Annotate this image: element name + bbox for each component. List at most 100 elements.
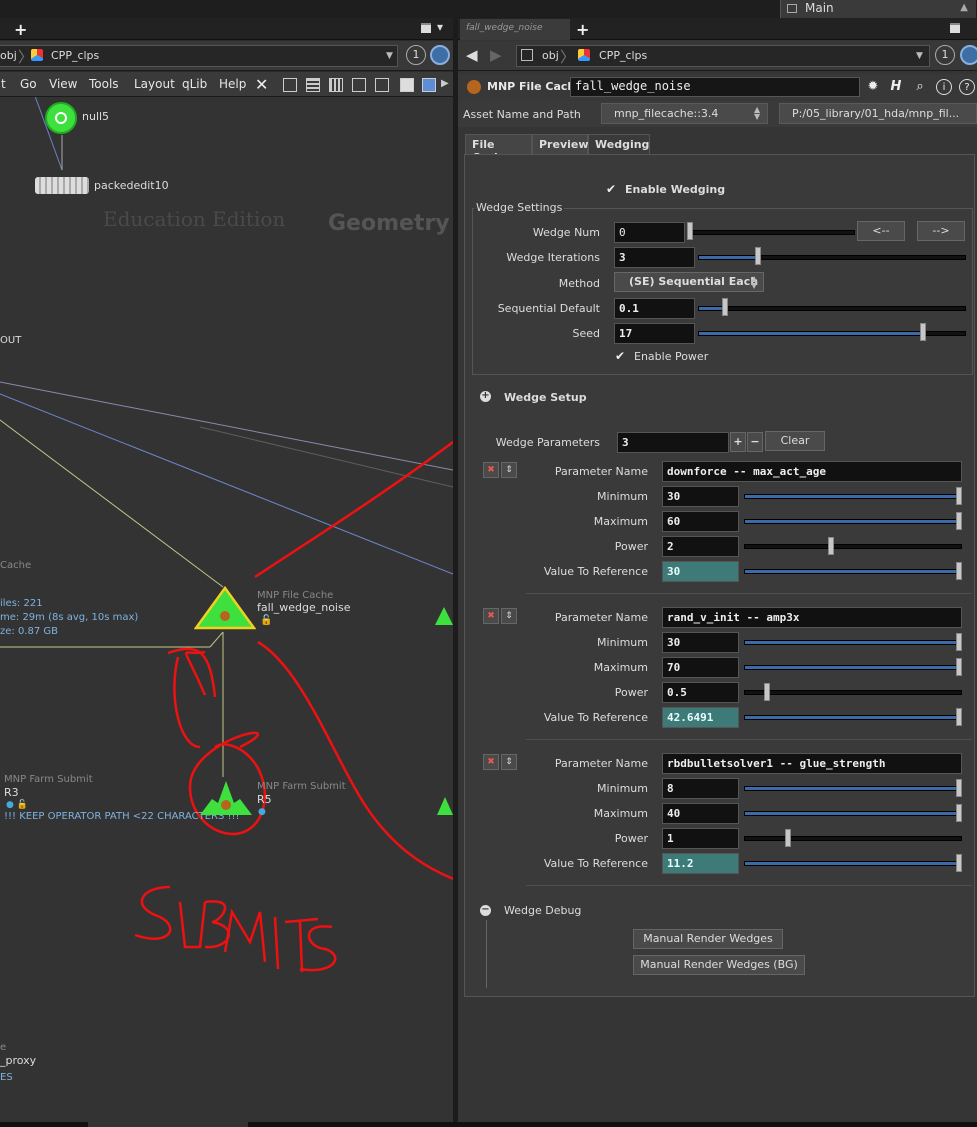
enable-power-checkbox[interactable]: ✔ xyxy=(615,349,626,363)
param-name-field[interactable]: rand_v_init -- amp3x xyxy=(662,607,962,628)
node-out-label[interactable]: OUT xyxy=(0,335,22,346)
clear-params-button[interactable]: Clear xyxy=(765,431,825,451)
grid-icon[interactable] xyxy=(329,78,343,92)
seq-default-field[interactable]: 0.1 xyxy=(614,298,695,319)
remove-param-icon[interactable]: ✖ xyxy=(483,462,499,478)
path-root[interactable]: obj xyxy=(0,49,17,62)
chevron-down-icon[interactable]: ▼ xyxy=(916,51,923,61)
reorder-param-icon[interactable]: ⇕ xyxy=(501,462,517,478)
param-max-field[interactable]: 60 xyxy=(662,511,739,532)
wedge-iterations-slider[interactable] xyxy=(698,255,966,260)
param-power-slider[interactable] xyxy=(744,690,962,695)
tab-fall-wedge-noise[interactable]: fall_wedge_noise xyxy=(460,19,570,40)
param-power-knob[interactable] xyxy=(764,683,770,701)
list-icon[interactable] xyxy=(306,78,320,92)
back-arrow-icon[interactable]: ◀ xyxy=(466,46,478,64)
pin-badge[interactable]: 1 xyxy=(935,45,955,65)
menu-view[interactable]: View xyxy=(49,77,78,91)
path-node[interactable]: CPP_clps xyxy=(51,49,100,62)
pane-close-icon[interactable]: ▾ xyxy=(437,20,444,34)
wedge-num-slider[interactable] xyxy=(690,230,855,235)
param-ref-field[interactable]: 30 xyxy=(662,561,739,582)
param-max-knob[interactable] xyxy=(956,512,962,530)
link-icon[interactable] xyxy=(430,45,450,65)
add-tab-icon[interactable]: + xyxy=(14,20,28,39)
method-dropdown[interactable]: (SE) Sequential Each xyxy=(614,272,764,292)
path-node[interactable]: CPP_clps xyxy=(599,49,648,62)
node-name-field[interactable]: fall_wedge_noise xyxy=(570,77,860,97)
param-max-field[interactable]: 70 xyxy=(662,657,739,678)
param-min-slider[interactable] xyxy=(744,786,962,791)
left-path-field[interactable] xyxy=(0,45,398,67)
pin-badge[interactable]: 1 xyxy=(406,45,426,65)
wrench-icon[interactable]: ✕ xyxy=(255,75,269,94)
help-h-icon[interactable]: H xyxy=(890,79,902,94)
menu-go[interactable]: Go xyxy=(20,77,37,91)
desktop-selector[interactable]: Main ▲ xyxy=(780,0,976,18)
param-min-slider[interactable] xyxy=(744,494,962,499)
add-param-button[interactable]: + xyxy=(730,432,746,452)
param-ref-slider[interactable] xyxy=(744,569,962,574)
reorder-param-icon[interactable]: ⇕ xyxy=(501,608,517,624)
seq-default-slider[interactable] xyxy=(698,306,966,311)
param-name-field[interactable]: rbdbulletsolver1 -- glue_strength xyxy=(662,753,962,774)
remove-param-icon[interactable]: ✖ xyxy=(483,608,499,624)
farm1-name-label[interactable]: R3 xyxy=(4,786,19,799)
filecache-name-label[interactable]: fall_wedge_noise xyxy=(257,601,351,614)
next-wedge-button[interactable]: --> xyxy=(917,221,965,241)
info-icon[interactable]: i xyxy=(936,79,952,95)
param-ref-knob[interactable] xyxy=(956,562,962,580)
param-power-slider[interactable] xyxy=(744,836,962,841)
menu-help[interactable]: Help xyxy=(219,77,247,91)
menu-layout[interactable]: Layout xyxy=(134,77,175,91)
pane-splitter[interactable] xyxy=(453,18,458,1127)
seed-knob[interactable] xyxy=(920,323,926,341)
param-min-field[interactable]: 30 xyxy=(662,486,739,507)
param-power-field[interactable]: 0.5 xyxy=(662,682,739,703)
param-max-knob[interactable] xyxy=(956,804,962,822)
remove-param-button[interactable]: − xyxy=(747,432,763,452)
seq-default-knob[interactable] xyxy=(722,298,728,316)
param-ref-knob[interactable] xyxy=(956,708,962,726)
expand-icon[interactable]: + xyxy=(480,390,491,402)
wedge-params-count[interactable]: 3 xyxy=(617,432,729,453)
param-min-field[interactable]: 30 xyxy=(662,632,739,653)
param-max-slider[interactable] xyxy=(744,519,962,524)
scroll-indicator[interactable] xyxy=(88,1122,248,1127)
wedge-iterations-field[interactable]: 3 xyxy=(614,247,695,268)
menu-tools[interactable]: Tools xyxy=(89,77,119,91)
reorder-param-icon[interactable]: ⇕ xyxy=(501,754,517,770)
image-icon[interactable] xyxy=(422,78,436,92)
pane-menu-icon[interactable] xyxy=(950,23,960,33)
pane-menu-icon[interactable] xyxy=(421,23,431,33)
param-max-slider[interactable] xyxy=(744,811,962,816)
network-icon[interactable] xyxy=(375,78,389,92)
seed-slider[interactable] xyxy=(698,331,966,336)
param-power-knob[interactable] xyxy=(785,829,791,847)
param-power-field[interactable]: 2 xyxy=(662,536,739,557)
param-power-knob[interactable] xyxy=(828,537,834,555)
tree-icon[interactable] xyxy=(283,78,297,92)
param-ref-slider[interactable] xyxy=(744,861,962,866)
offscreen-node-shape[interactable] xyxy=(437,797,453,815)
seed-field[interactable]: 17 xyxy=(614,323,695,344)
farm2-name-label[interactable]: R5 xyxy=(257,793,272,806)
right-path-field[interactable] xyxy=(516,45,930,67)
forward-arrow-icon[interactable]: ▶ xyxy=(490,46,502,64)
path-root[interactable]: obj xyxy=(542,49,559,62)
param-min-knob[interactable] xyxy=(956,487,962,505)
farm2-node-shape[interactable] xyxy=(198,777,254,817)
param-ref-knob[interactable] xyxy=(956,854,962,872)
layout-icon[interactable] xyxy=(352,78,366,92)
node-null5-label[interactable]: null5 xyxy=(82,110,110,123)
bottom-node-name[interactable]: _proxy xyxy=(0,1054,37,1067)
param-min-slider[interactable] xyxy=(744,640,962,645)
wedge-num-field[interactable]: 0 xyxy=(614,222,685,243)
filecache-node-shape[interactable] xyxy=(194,586,256,630)
tab-wedging[interactable]: Wedging xyxy=(588,134,650,155)
menu-qlib[interactable]: qLib xyxy=(182,77,208,91)
packededit-node-shape[interactable] xyxy=(35,177,89,194)
tab-preview[interactable]: Preview xyxy=(532,134,589,155)
search-icon[interactable]: ⌕ xyxy=(916,79,924,94)
chevron-down-icon[interactable]: ▼ xyxy=(386,51,393,61)
